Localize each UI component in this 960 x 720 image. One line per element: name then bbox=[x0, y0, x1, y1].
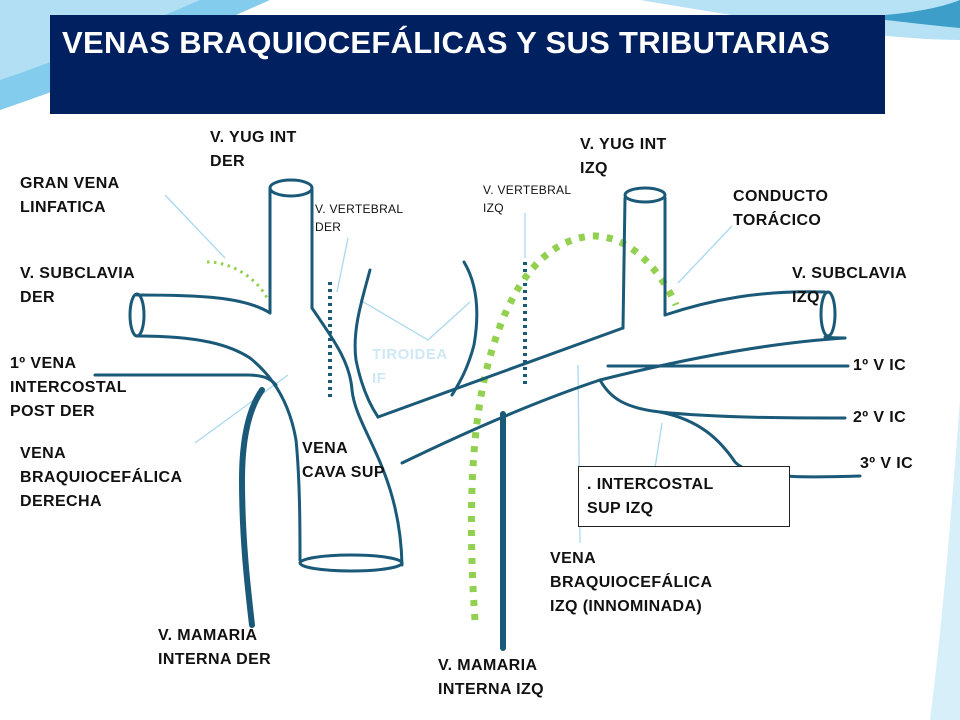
label-tercera-vic: 3º V IC bbox=[860, 455, 914, 472]
subclavia-izq-opening bbox=[819, 290, 837, 338]
label-tiroidea: TIROIDEA IF bbox=[372, 346, 448, 387]
label-vertebral-izq: V. VERTEBRAL IZQ bbox=[483, 183, 572, 215]
label-yug-int-der: V. YUG INT DER bbox=[210, 129, 297, 170]
pointer-lines bbox=[164, 194, 733, 544]
pointer-braquiocefalica-der bbox=[194, 374, 289, 444]
label-intercostal-post-der: 1º VENA INTERCOSTAL POST DER bbox=[10, 355, 127, 420]
cava-sup-right-wall bbox=[310, 306, 404, 567]
intercostal-post-der-vein bbox=[93, 373, 278, 387]
label-primera-vic: 1º V IC bbox=[853, 357, 907, 374]
slide-title: VENAS BRAQUIOCEFÁLICAS Y SUS TRIBUTARIAS bbox=[62, 25, 831, 60]
label-conducto-toracico: CONDUCTO TORÁCICO bbox=[733, 188, 829, 229]
braquiocefalica-izq-lower bbox=[400, 336, 847, 465]
label-subclavia-der: V. SUBCLAVIA DER bbox=[20, 265, 136, 306]
yug-int-izq-left-wall bbox=[621, 196, 627, 330]
label-braquiocefalica-der: VENA BRAQUIOCEFÁLICA DERECHA bbox=[20, 445, 183, 510]
conducto-toracico-dotted bbox=[467, 232, 680, 621]
label-subclavia-izq: V. SUBCLAVIA IZQ bbox=[792, 265, 908, 306]
subclavia-der-opening bbox=[128, 292, 146, 338]
segunda-vic-vein bbox=[598, 378, 847, 420]
veins bbox=[93, 178, 862, 651]
braquiocefalica-der-outer bbox=[248, 356, 302, 562]
label-mamaria-interna-der: V. MAMARIA INTERNA DER bbox=[158, 627, 272, 668]
label-yug-int-izq: V. YUG INT IZQ bbox=[580, 136, 667, 177]
intercostal-sup-izq-box: . INTERCOSTAL SUP IZQ bbox=[578, 466, 790, 527]
pointer-gran-vena-linfatica bbox=[164, 194, 226, 259]
tiroidea-left-vein bbox=[353, 268, 380, 419]
label-segunda-vic: 2º V IC bbox=[853, 409, 907, 426]
tiroidea-right-vein bbox=[450, 260, 479, 397]
gran-vena-linfatica-dotted bbox=[206, 260, 270, 301]
cava-sup-opening bbox=[298, 553, 404, 573]
yug-int-izq-opening bbox=[623, 186, 667, 204]
pointer-vertebral-der bbox=[336, 237, 349, 293]
subclavia-der-lower bbox=[135, 334, 252, 360]
pointer-intercostal-sup-izq bbox=[654, 422, 663, 469]
label-braquiocefalica-izq: VENA BRAQUIOCEFÁLICA IZQ (INNOMINADA) bbox=[550, 550, 713, 615]
top-right-swoosh-dark bbox=[885, 0, 960, 28]
label-intercostal-sup-izq: . INTERCOSTAL SUP IZQ bbox=[587, 476, 714, 517]
yug-int-der-opening bbox=[268, 178, 314, 198]
label-cava-sup: VENA CAVA SUP bbox=[302, 440, 385, 481]
label-mamaria-interna-izq: V. MAMARIA INTERNA IZQ bbox=[438, 657, 545, 698]
pointer-tiroidea-right bbox=[427, 301, 471, 341]
subclavia-der-upper bbox=[135, 293, 272, 315]
braquiocefalica-izq-upper bbox=[376, 326, 625, 419]
label-vertebral-der: V. VERTEBRAL DER bbox=[315, 202, 404, 234]
pointer-conducto-toracico bbox=[677, 225, 733, 284]
mamaria-interna-der-vein bbox=[239, 387, 265, 628]
label-gran-vena-linfatica: GRAN VENA LINFATICA bbox=[20, 175, 120, 216]
tercera-vic-vein bbox=[658, 410, 862, 479]
right-edge-swoosh bbox=[930, 400, 960, 720]
title-banner: VENAS BRAQUIOCEFÁLICAS Y SUS TRIBUTARIAS bbox=[50, 15, 885, 114]
subclavia-izq-upper bbox=[663, 290, 827, 317]
pointer-tiroidea-left bbox=[359, 299, 429, 341]
